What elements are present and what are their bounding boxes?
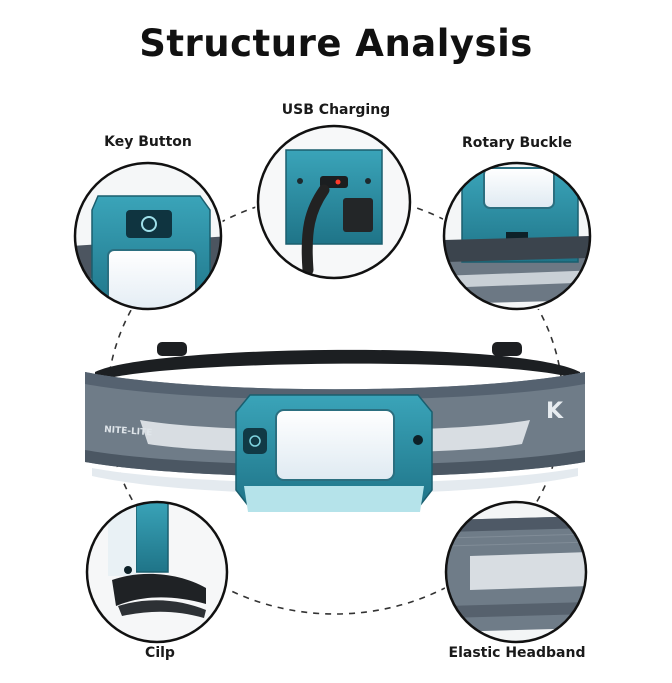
lamp-housing [235, 394, 433, 512]
band-logo-mark: K [546, 399, 564, 424]
cob-led-panel [275, 409, 395, 481]
detail-usb-charging [256, 124, 412, 280]
band-brand-text: NITE-LITE [104, 425, 153, 438]
headlamp-main: NITE-LITE K [85, 342, 585, 512]
label-usb-charging: USB Charging [281, 102, 391, 118]
label-key-button: Key Button [104, 134, 192, 150]
detail-elastic-headband [444, 500, 588, 644]
detail-rotary-buckle [442, 161, 592, 311]
detail-clip [85, 500, 229, 644]
label-elastic-headband: Elastic Headband [448, 645, 586, 661]
label-clip: Cilp [145, 645, 175, 661]
usb-port [413, 435, 423, 445]
band-buckle-right [492, 342, 522, 356]
label-rotary-buckle: Rotary Buckle [462, 135, 572, 151]
page-title: Structure Analysis [139, 22, 533, 65]
band-buckle-left [157, 342, 187, 356]
key-button [243, 428, 267, 454]
detail-key-button [73, 161, 223, 311]
